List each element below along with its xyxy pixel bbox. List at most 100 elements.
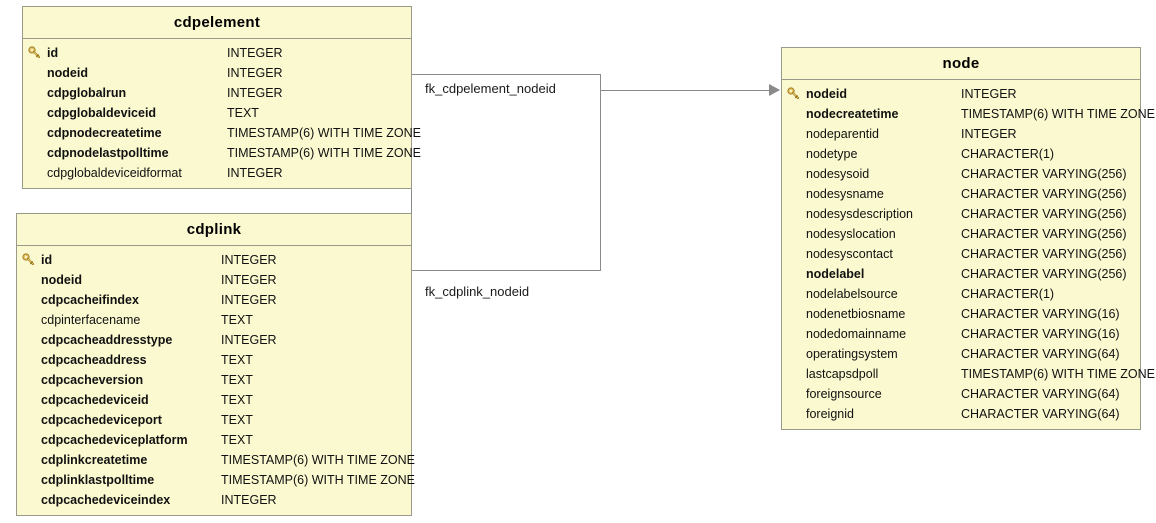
attribute-name: cdplinklastpolltime: [41, 473, 155, 487]
attribute-name: cdpglobaldeviceidformat: [47, 166, 182, 180]
entity-title-cdpelement: cdpelement: [23, 7, 411, 39]
attribute-row[interactable]: cdplinkcreatetime TIMESTAMP(6) WITH TIME …: [17, 450, 415, 470]
attribute-name: cdpcacheifindex: [41, 293, 139, 307]
attribute-type: INTEGER: [221, 333, 277, 347]
attribute-name: cdpcacheversion: [41, 373, 144, 387]
attribute-row[interactable]: cdpnodelastpolltime TIMESTAMP(6) WITH TIM…: [23, 143, 421, 163]
attribute-name: nodesysname: [806, 187, 884, 201]
attribute-row[interactable]: cdpglobaldeviceid TEXT: [23, 103, 411, 123]
attribute-type: INTEGER: [221, 253, 277, 267]
attribute-type: CHARACTER(1): [961, 287, 1055, 301]
attribute-row[interactable]: nodesyscontact CHARACTER VARYING(256): [782, 244, 1140, 264]
attribute-type: TEXT: [227, 106, 259, 120]
attribute-row[interactable]: cdpglobaldeviceidformat INTEGER: [23, 163, 411, 183]
attribute-key-slot: [17, 253, 41, 267]
attribute-type: TEXT: [221, 353, 253, 367]
attribute-type: INTEGER: [221, 293, 277, 307]
attribute-type: TIMESTAMP(6) WITH TIME ZONE: [221, 453, 415, 467]
attribute-row[interactable]: cdpcachedeviceindex INTEGER: [17, 490, 411, 510]
attribute-name: foreignsource: [806, 387, 882, 401]
attribute-row[interactable]: id INTEGER: [23, 43, 411, 63]
attribute-row[interactable]: nodedomainname CHARACTER VARYING(16): [782, 324, 1140, 344]
attribute-name: lastcapsdpoll: [806, 367, 879, 381]
attribute-type: CHARACTER VARYING(256): [961, 207, 1127, 221]
attribute-type: INTEGER: [221, 273, 277, 287]
attribute-type: INTEGER: [227, 166, 283, 180]
attribute-name: cdplinkcreatetime: [41, 453, 148, 467]
attribute-type: INTEGER: [227, 86, 283, 100]
attribute-row[interactable]: cdpglobalrun INTEGER: [23, 83, 411, 103]
relationship-routing-box: [411, 74, 601, 271]
attribute-name: nodesyscontact: [806, 247, 893, 261]
attribute-type: CHARACTER VARYING(16): [961, 307, 1120, 321]
attribute-name: id: [47, 46, 59, 60]
attribute-name: nodenetbiosname: [806, 307, 906, 321]
attribute-row[interactable]: nodesysname CHARACTER VARYING(256): [782, 184, 1140, 204]
attribute-key-slot: [782, 87, 806, 101]
attribute-type: TIMESTAMP(6) WITH TIME ZONE: [221, 473, 415, 487]
attribute-name: nodesyslocation: [806, 227, 896, 241]
attribute-type: INTEGER: [227, 46, 283, 60]
attribute-row[interactable]: cdplinklastpolltime TIMESTAMP(6) WITH TIM…: [17, 470, 415, 490]
attribute-type: TIMESTAMP(6) WITH TIME ZONE: [227, 146, 421, 160]
attribute-name: cdpcachedeviceid: [41, 393, 149, 407]
attribute-name: cdpinterfacename: [41, 313, 141, 327]
attribute-key-slot: [23, 46, 47, 60]
relationship-label-fk-cdplink-nodeid: fk_cdplink_nodeid: [425, 284, 530, 299]
attribute-row[interactable]: cdpcacheifindex INTEGER: [17, 290, 411, 310]
attribute-name: operatingsystem: [806, 347, 898, 361]
attribute-name: nodedomainname: [806, 327, 907, 341]
relationship-arrowhead-node: [769, 84, 780, 96]
attribute-type: INTEGER: [961, 87, 1017, 101]
attribute-name: id: [41, 253, 53, 267]
primary-key-icon: [22, 253, 35, 266]
attribute-row[interactable]: id INTEGER: [17, 250, 411, 270]
attribute-type: CHARACTER VARYING(256): [961, 187, 1127, 201]
attribute-name: nodeid: [806, 87, 847, 101]
attribute-type: CHARACTER VARYING(16): [961, 327, 1120, 341]
attribute-type: INTEGER: [227, 66, 283, 80]
attribute-name: nodecreatetime: [806, 107, 899, 121]
relationship-line-cdpelement-to-node: [601, 90, 779, 91]
attribute-name: cdpnodelastpolltime: [47, 146, 169, 160]
primary-key-icon: [787, 87, 800, 100]
attribute-row[interactable]: nodenetbiosname CHARACTER VARYING(16): [782, 304, 1140, 324]
attribute-name: cdpcachedeviceindex: [41, 493, 171, 507]
attribute-type: INTEGER: [221, 493, 277, 507]
attribute-type: CHARACTER VARYING(256): [961, 267, 1127, 281]
attribute-type: CHARACTER VARYING(256): [961, 247, 1127, 261]
attribute-row[interactable]: nodeid INTEGER: [782, 84, 1140, 104]
attribute-name: cdpglobalrun: [47, 86, 127, 100]
attribute-name: nodeid: [47, 66, 88, 80]
attribute-row[interactable]: nodeid INTEGER: [23, 63, 411, 83]
attribute-name: cdpcachedeviceport: [41, 413, 162, 427]
attribute-name: cdpglobaldeviceid: [47, 106, 157, 120]
attribute-name: foreignid: [806, 407, 854, 421]
